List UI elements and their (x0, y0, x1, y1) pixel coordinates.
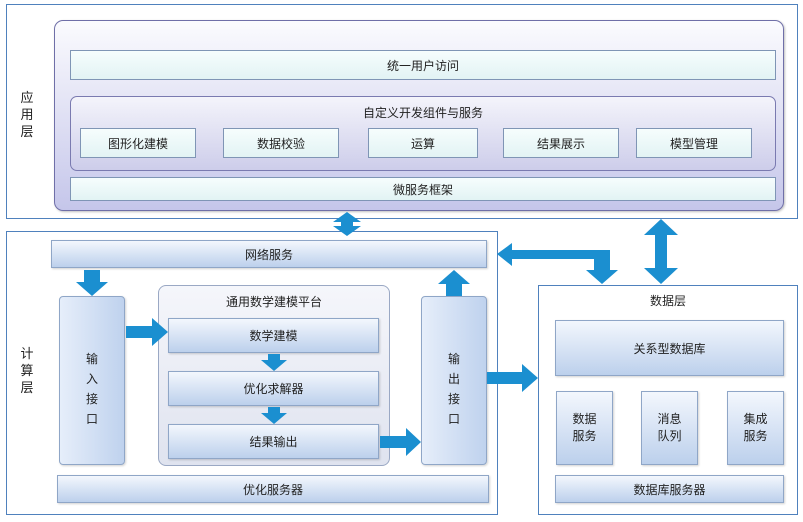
service-data-validation: 数据校验 (223, 128, 339, 158)
service-computation: 运算 (368, 128, 478, 158)
input-interface: 输入接口 (59, 296, 125, 465)
message-queue-label: 消息队列 (657, 412, 682, 443)
database-server: 数据库服务器 (555, 475, 784, 503)
network-service: 网络服务 (51, 240, 487, 268)
service-model-management: 模型管理 (636, 128, 752, 158)
message-queue: 消息队列 (641, 391, 698, 465)
step-optimization-solver: 优化求解器 (168, 371, 379, 406)
step-math-modeling: 数学建模 (168, 318, 379, 353)
modeling-platform-title: 通用数学建模平台 (225, 295, 322, 309)
step-result-output: 结果输出 (168, 424, 379, 459)
relational-database: 关系型数据库 (555, 320, 784, 376)
input-interface-label: 输入接口 (85, 352, 98, 426)
elbow-arrow-network-data (497, 243, 618, 284)
output-interface: 输出接口 (421, 296, 487, 465)
double-arrow-app-compute (333, 212, 361, 236)
application-layer-label: 应用层 (20, 91, 34, 140)
microservice-framework: 微服务框架 (70, 177, 776, 201)
service-result-display: 结果展示 (503, 128, 619, 158)
arrow-network-to-input (76, 270, 108, 296)
data-service: 数据服务 (556, 391, 613, 465)
data-service-label: 数据服务 (572, 412, 597, 443)
arrow-result-to-output (380, 428, 421, 456)
arrow-output-to-network (438, 270, 470, 296)
output-interface-label: 输出接口 (447, 352, 460, 426)
custom-services-title: 自定义开发组件与服务 (362, 106, 483, 120)
arrow-output-to-data (487, 364, 538, 392)
data-layer-title: 数据层 (649, 294, 686, 308)
unified-user-access: 统一用户访问 (70, 50, 776, 80)
arrow-modeling-to-solver (261, 354, 287, 371)
arrow-solver-to-result (261, 407, 287, 424)
compute-layer-label: 计算层 (20, 347, 34, 396)
double-arrow-app-data (644, 219, 678, 284)
integration-service: 集成服务 (727, 391, 784, 465)
integration-service-label: 集成服务 (743, 412, 768, 443)
service-graphic-modeling: 图形化建模 (80, 128, 196, 158)
arrow-input-to-modeling (126, 318, 168, 346)
optimization-server: 优化服务器 (57, 475, 489, 503)
